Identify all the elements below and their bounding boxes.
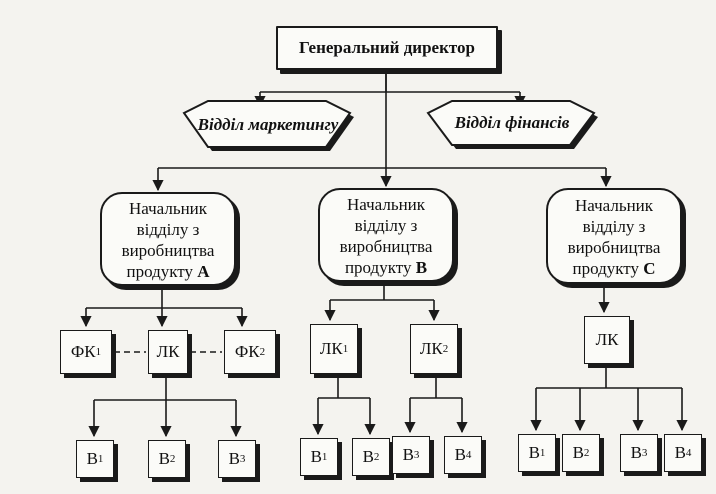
head-b-line-2: відділу з bbox=[354, 216, 418, 235]
general-director-label: Генеральний директор bbox=[299, 38, 475, 57]
head-b-product-letter: В bbox=[415, 258, 428, 277]
marketing-hex bbox=[182, 100, 352, 148]
head-a-line-4: продукту А bbox=[126, 261, 209, 282]
head-b-line-4-text: продукту bbox=[344, 258, 416, 277]
head-c-line-3: виробництва bbox=[567, 238, 661, 257]
head-b-line-3: виробництва bbox=[339, 237, 433, 256]
b-worker-2-sub: 2 bbox=[373, 451, 380, 463]
b-worker-4-sub: 4 bbox=[465, 449, 472, 461]
head-c-line-4-text: продукту bbox=[572, 259, 644, 278]
head-product-a: Начальник відділу з виробництва продукту… bbox=[100, 192, 236, 286]
a-worker-1-label: В bbox=[86, 449, 98, 468]
b-worker-2-label: В bbox=[362, 447, 374, 466]
finance-dept-label: Відділ фінансів bbox=[454, 113, 570, 132]
b-worker-4-label: В bbox=[454, 445, 466, 464]
head-c-line-4: продукту С bbox=[572, 258, 655, 279]
a-worker-1-sub: 1 bbox=[97, 453, 104, 465]
c-worker-2-sub: 2 bbox=[583, 447, 590, 459]
a-worker-3-sub: 3 bbox=[239, 453, 246, 465]
b-worker-1-sub: 1 bbox=[321, 451, 328, 463]
b-worker-3-label: В bbox=[402, 445, 414, 464]
c-worker-3-sub: 3 bbox=[641, 447, 648, 459]
a-worker-2-sub: 2 bbox=[169, 453, 176, 465]
c-worker-4-label: В bbox=[674, 443, 686, 462]
fk1-label: ФК bbox=[70, 342, 96, 361]
head-a-line-4-text: продукту bbox=[126, 262, 198, 281]
head-c-product-letter: С bbox=[643, 259, 656, 278]
lk-c-label: ЛК bbox=[595, 330, 619, 349]
c-worker-4-sub: 4 bbox=[685, 447, 692, 459]
hex-shapes bbox=[182, 100, 598, 151]
head-a-product-letter: А bbox=[197, 262, 210, 281]
c-worker-3-label: В bbox=[630, 443, 642, 462]
b-worker-3-sub: 3 bbox=[413, 449, 420, 461]
head-product-c: Начальник відділу з виробництва продукту… bbox=[546, 188, 682, 284]
wire-lk1-workers bbox=[318, 376, 370, 399]
lk-a-box: ЛК bbox=[148, 330, 188, 374]
lk1-sub: 1 bbox=[342, 343, 349, 355]
head-c-line-1: Начальник bbox=[574, 196, 654, 215]
head-c-line-2: відділу з bbox=[582, 217, 646, 236]
wire-b-bus bbox=[330, 284, 434, 301]
lk2-sub: 2 bbox=[442, 343, 449, 355]
b-worker-1-label: В bbox=[310, 447, 322, 466]
a-worker-3-label: В bbox=[228, 449, 240, 468]
head-b-line-1: Начальник bbox=[346, 195, 426, 214]
a-worker-2-label: В bbox=[158, 449, 170, 468]
marketing-dept-label: Відділ маркетингу bbox=[197, 115, 339, 134]
lk1-label: ЛК bbox=[319, 339, 343, 358]
head-a-line-2: відділу з bbox=[136, 220, 200, 239]
lk-c-box: ЛК bbox=[584, 316, 630, 364]
lk-a-label: ЛК bbox=[156, 342, 180, 361]
wire-a-bus bbox=[86, 288, 242, 309]
head-a-line-3: виробництва bbox=[121, 241, 215, 260]
fk2-sub: 2 bbox=[259, 346, 266, 358]
lk2-label: ЛК bbox=[419, 339, 443, 358]
fk1-sub: 1 bbox=[95, 346, 102, 358]
wire-c-workers bbox=[536, 366, 682, 389]
c-worker-2-label: В bbox=[572, 443, 584, 462]
head-product-b: Начальник відділу з виробництва продукту… bbox=[318, 188, 454, 282]
wire-lk2-workers bbox=[410, 376, 462, 399]
fk2-label: ФК bbox=[234, 342, 260, 361]
head-a-line-1: Начальник bbox=[128, 199, 208, 218]
finance-hex bbox=[426, 100, 596, 146]
wire-director-staff bbox=[260, 74, 520, 93]
c-worker-1-label: В bbox=[528, 443, 540, 462]
wire-a-workers bbox=[94, 376, 236, 401]
c-worker-1-sub: 1 bbox=[539, 447, 546, 459]
head-b-line-4: продукту В bbox=[345, 257, 427, 278]
general-director-box: Генеральний директор bbox=[276, 26, 498, 70]
